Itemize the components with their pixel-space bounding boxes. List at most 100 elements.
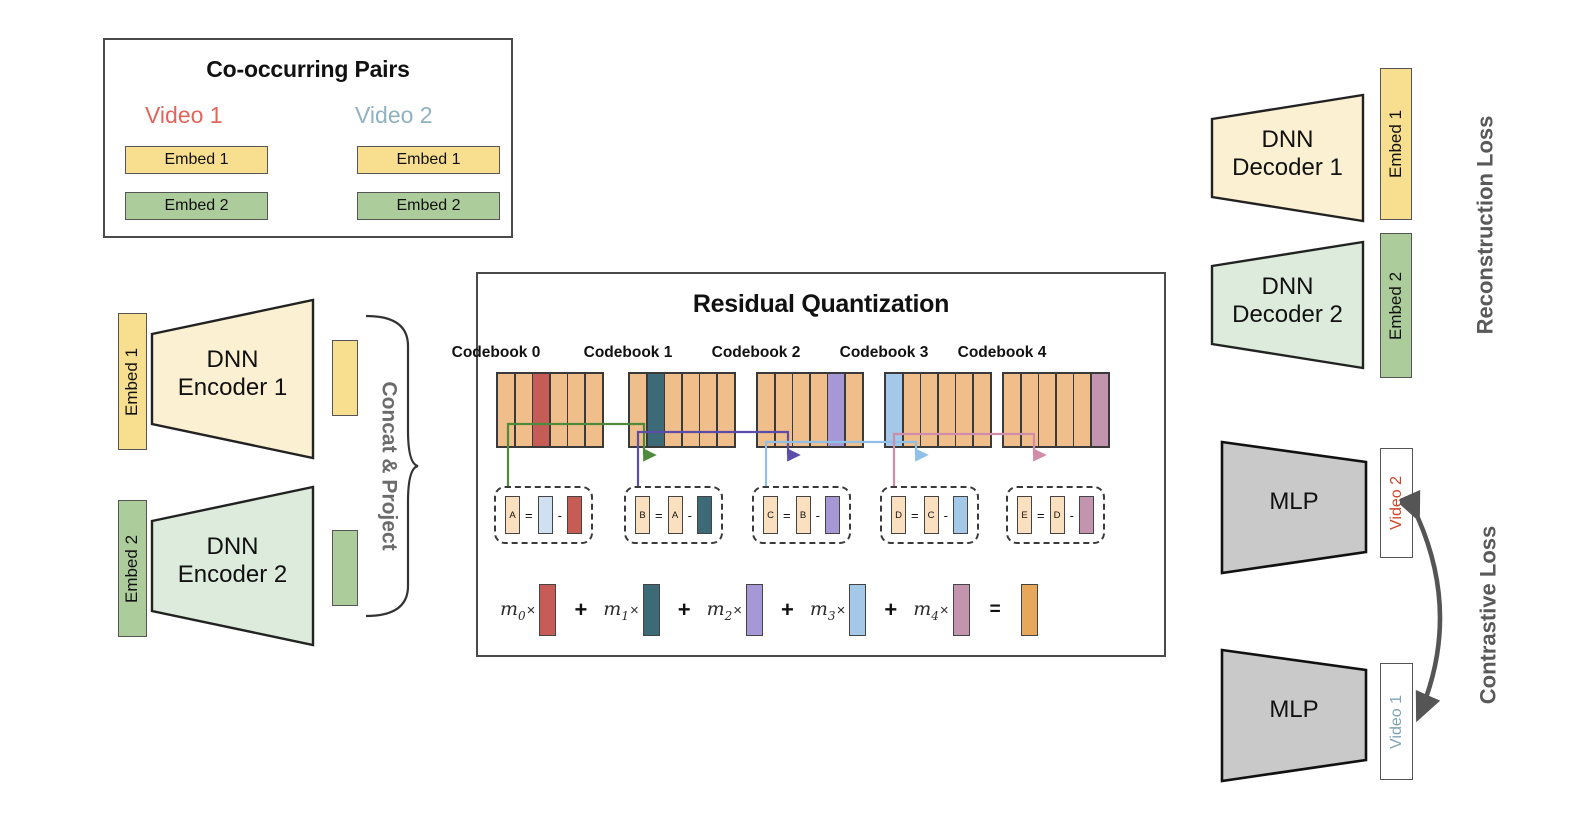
mlp-1-label: MLP (1269, 488, 1319, 515)
sum-coefficient-0: m0 (500, 597, 526, 623)
residual-quantization-panel: Residual Quantization Codebook 0 Codebook… (452, 272, 1166, 657)
codebook-label-3: Codebook 3 (839, 344, 929, 361)
codebook-cell[interactable] (810, 374, 827, 446)
residual-right-chip (696, 496, 712, 534)
sum-times-symbol-0: × (526, 601, 536, 619)
sum-result-bar (1020, 584, 1038, 636)
residual-right-chip (952, 496, 968, 534)
codebook-cell[interactable] (775, 374, 792, 446)
codebook-cells-3[interactable] (884, 372, 992, 448)
dnn-encoder-2: DNN Encoder 2 (150, 485, 315, 647)
sum-term-3: m3× (810, 584, 868, 636)
pairs-video1-embed1: Embed 1 (125, 146, 268, 174)
dnn-decoder-1: DNN Decoder 1 (1210, 93, 1365, 223)
contrastive-double-arrow-icon (1400, 489, 1443, 723)
codebook-cell[interactable] (1074, 374, 1091, 446)
decoder-2-shape (1210, 240, 1365, 370)
sum-bar-3 (849, 584, 867, 636)
pairs-video2-embed1: Embed 1 (357, 146, 500, 174)
codebook-cell[interactable] (921, 374, 938, 446)
codebook-label-1: Codebook 1 (583, 344, 673, 361)
sum-times-symbol-3: × (836, 601, 846, 619)
residual-result-chip: A (505, 496, 520, 534)
sum-times-symbol-2: × (733, 601, 743, 619)
encoder-2-shape (150, 485, 315, 647)
sum-plus-symbol-0: + (574, 597, 588, 622)
codebook-label-0: Codebook 0 (451, 344, 541, 361)
encoder-input-embed-1-label: Embed 1 (122, 347, 142, 416)
dnn-decoder-2-label: DNN Decoder 2 (1232, 273, 1343, 329)
residual-equals-sign: = (783, 507, 791, 523)
codebook-cell[interactable] (700, 374, 717, 446)
codebook-cell[interactable] (758, 374, 774, 446)
encoder-input-embed-2-label: Embed 2 (122, 534, 142, 603)
sum-coefficient-3: m3 (809, 597, 836, 623)
codebook-cell[interactable] (550, 374, 567, 446)
codebook-cells-1[interactable] (628, 372, 736, 448)
codebook-cell[interactable] (717, 374, 734, 446)
sum-term-4: m4× (913, 584, 971, 636)
sum-term-0: m0× (500, 584, 558, 636)
pairs-panel-title: Co-occurring Pairs (206, 56, 410, 82)
codebook-cells-4[interactable] (1002, 372, 1110, 448)
codebook-cell[interactable] (1056, 374, 1073, 446)
residual-result-chip: B (635, 496, 650, 534)
residual-box-2: C =B- (752, 486, 851, 544)
residual-equals-sign: = (911, 507, 919, 523)
codebook-cells-0[interactable] (496, 372, 604, 448)
codebook-cell[interactable] (630, 374, 646, 446)
sum-bar-0 (539, 584, 557, 636)
residual-result-chip: C (763, 496, 778, 534)
pairs-video1-label: Video 1 (145, 102, 223, 128)
dnn-decoder-1-label: DNN Decoder 1 (1232, 126, 1343, 182)
codebook-cell[interactable] (793, 374, 810, 446)
codebook-cell[interactable] (665, 374, 682, 446)
residual-equals-sign: = (525, 507, 533, 523)
codebook-cell-selected[interactable] (647, 374, 664, 446)
codebook-cell[interactable] (956, 374, 973, 446)
codebook-cell[interactable] (585, 374, 602, 446)
codebook-label-4: Codebook 4 (957, 344, 1047, 361)
co-occurring-pairs-panel: Co-occurring Pairs Video 1 Video 2 Embed… (103, 38, 513, 238)
concat-bracket-icon (365, 314, 419, 618)
codebook-cell[interactable] (682, 374, 699, 446)
codebook-cell[interactable] (845, 374, 862, 446)
codebook-cell[interactable] (973, 374, 990, 446)
sum-times-symbol-4: × (939, 601, 949, 619)
sum-term-1: m1× (603, 584, 661, 636)
codebook-cell-selected[interactable] (1091, 374, 1108, 446)
residual-quantization-title: Residual Quantization (692, 290, 950, 318)
dnn-encoder-1: DNN Encoder 1 (150, 298, 315, 460)
pairs-video2-label: Video 2 (355, 102, 433, 128)
residual-left-chip: B (795, 496, 811, 534)
codebook-cell[interactable] (903, 374, 920, 446)
mlp-2-shape (1220, 648, 1368, 783)
codebook-cells-2[interactable] (756, 372, 864, 448)
residual-left-chip: C (923, 496, 939, 534)
residual-box-0: A=- (494, 486, 593, 544)
decoder-output-embed-2-label: Embed 2 (1386, 271, 1406, 340)
residual-box-1: B=A- (624, 486, 723, 544)
codebook-cell-selected[interactable] (828, 374, 845, 446)
sum-plus-symbol-2: + (781, 597, 794, 622)
residual-minus-sign: - (1069, 507, 1074, 523)
sum-coefficient-2: m2 (706, 597, 733, 623)
codebook-cell[interactable] (938, 374, 955, 446)
codebook-cell[interactable] (1021, 374, 1038, 446)
residual-box-3: D=C- (880, 486, 979, 544)
codebook-cell[interactable] (515, 374, 532, 446)
residual-result-chip: E (1017, 496, 1032, 534)
residual-equals-sign: = (655, 507, 663, 523)
codebook-cell[interactable] (1039, 374, 1056, 446)
codebook-cell[interactable] (568, 374, 585, 446)
codebook-cell-selected[interactable] (533, 374, 550, 446)
encoder-1-shape (150, 298, 315, 460)
codebook-cell[interactable] (1004, 374, 1020, 446)
mlp-2-label: MLP (1269, 696, 1319, 723)
codebook-cell-selected[interactable] (886, 374, 902, 446)
decoder-output-embed-2: Embed 2 (1380, 233, 1412, 378)
mlp-2: MLP (1220, 648, 1368, 783)
residual-box-4: E=D- (1006, 486, 1105, 544)
codebook-cell[interactable] (498, 374, 514, 446)
residual-minus-sign: - (815, 507, 820, 523)
